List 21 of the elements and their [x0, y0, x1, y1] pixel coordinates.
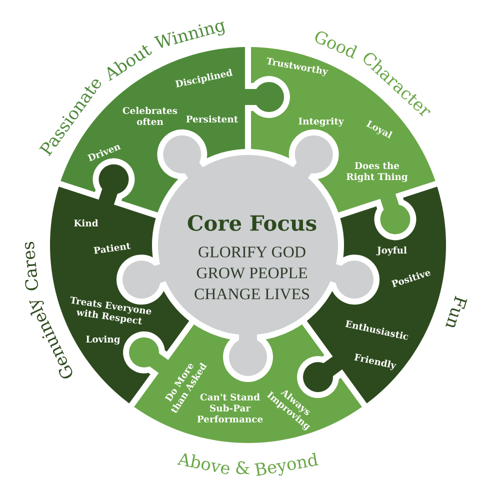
title-word: & — [236, 461, 250, 474]
trait-label: Does the Right Thing — [346, 162, 408, 182]
title-word: Winning — [154, 22, 225, 48]
focus-statement: GROW PEOPLE — [196, 268, 307, 278]
title-word: Good — [315, 31, 358, 59]
focus-statement: GLORIFY GOD — [198, 246, 306, 258]
trait-label: Joyful — [376, 246, 407, 256]
trait-label: Kind — [74, 219, 98, 227]
trait-label: Can't Stand Sub-Par Performance — [197, 393, 263, 423]
title-word: Fun — [446, 296, 468, 328]
trait-label: Loving — [86, 335, 120, 344]
trait-label: Patient — [94, 242, 131, 254]
trait-label: Celebrates often — [122, 106, 178, 126]
title-word: Beyond — [254, 452, 318, 476]
trait-label: Treats Everyone with Respect — [70, 296, 152, 324]
title-word: Above — [177, 453, 230, 474]
focus-statement: CHANGE LIVES — [194, 288, 309, 300]
trait-label: Integrity — [298, 117, 344, 126]
title-word: Cares — [24, 242, 38, 290]
trait-label: Persistent — [186, 115, 238, 123]
center-heading: Core Focus — [188, 215, 316, 231]
